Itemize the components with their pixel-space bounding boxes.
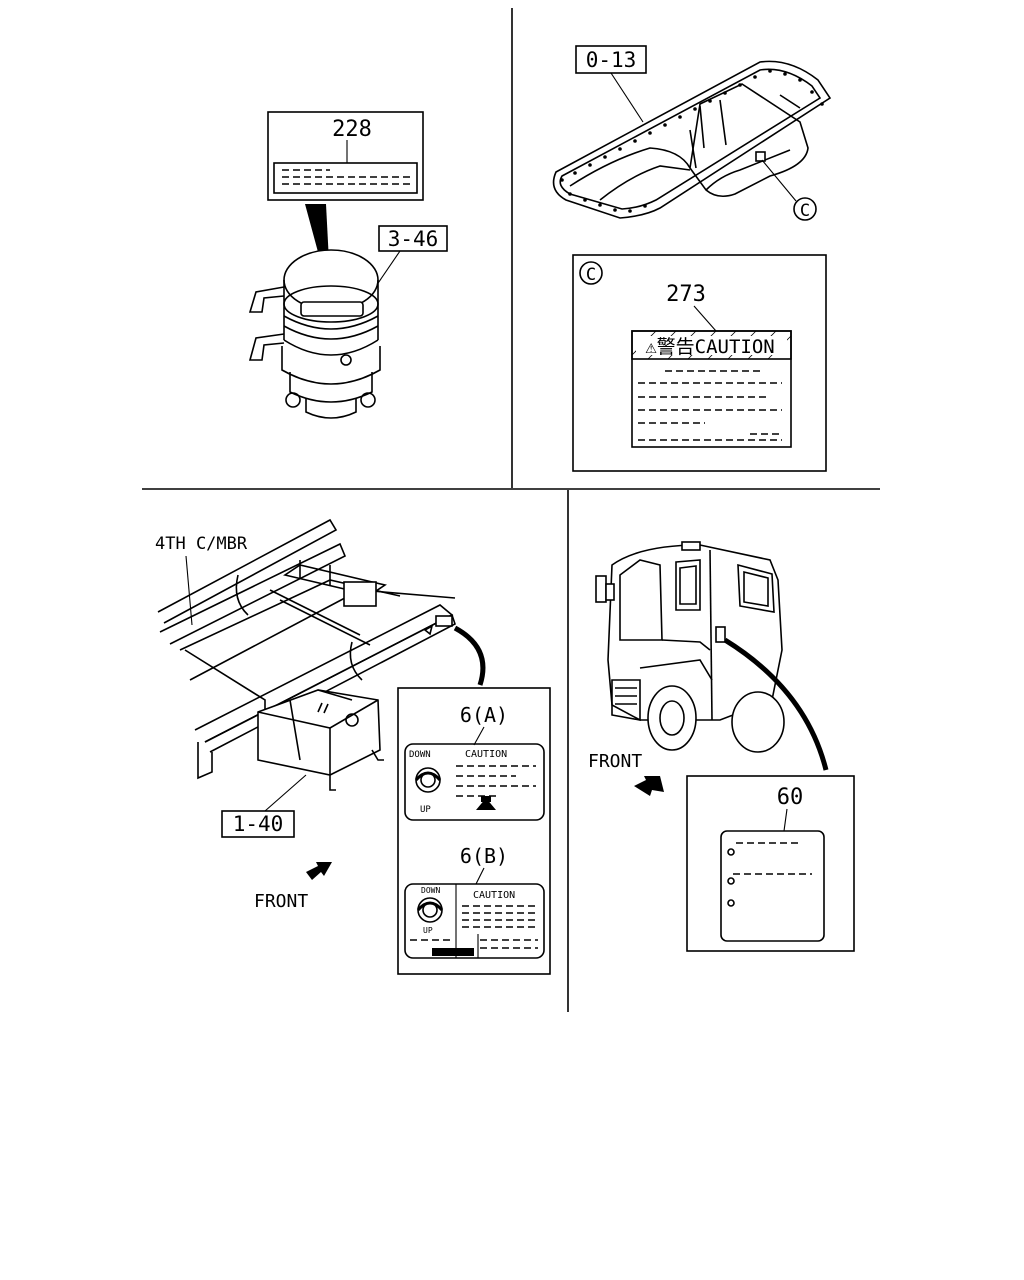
label-60 xyxy=(720,830,825,942)
fuel-tank xyxy=(257,689,384,791)
callout-3-46: 3-46 xyxy=(388,227,439,251)
panel-air-dryer: 228 3-46 xyxy=(248,111,448,419)
pointer-60 xyxy=(723,637,829,771)
svg-text:DOWN: DOWN xyxy=(421,886,440,895)
svg-text:CAUTION: CAUTION xyxy=(465,749,507,760)
front-label-left: FRONT xyxy=(254,891,308,912)
callout-60: 60 xyxy=(777,785,804,810)
callout-1-40-box xyxy=(221,810,295,838)
svg-text:DOWN: DOWN xyxy=(409,750,431,760)
oil-pan-body xyxy=(552,60,832,219)
caution-banner xyxy=(631,330,792,360)
detail-box-60 xyxy=(686,775,855,952)
caution-banner-text: ⚠警告CAUTION xyxy=(645,336,775,358)
arrow-front-icon xyxy=(634,776,664,796)
svg-text:UP: UP xyxy=(420,805,431,815)
front-label-right: FRONT xyxy=(588,751,642,772)
callout-1-40: 1-40 xyxy=(233,812,284,836)
label-6b xyxy=(404,883,545,959)
panel-dividers xyxy=(142,8,880,1012)
label-6a xyxy=(404,743,545,821)
callout-6b: 6(B) xyxy=(460,844,508,868)
arrow-front-icon xyxy=(306,862,332,880)
lever-dial-icon xyxy=(416,897,444,923)
callout-4th-cmbr: 4TH C/MBR xyxy=(155,534,248,554)
svg-text:C: C xyxy=(586,265,596,285)
svg-text:CAUTION: CAUTION xyxy=(473,890,515,901)
circle-c-icon: C xyxy=(793,197,817,221)
chassis-frame xyxy=(157,518,456,780)
truck-cab xyxy=(595,541,785,753)
panel-chassis: 4TH C/MBR xyxy=(155,518,551,975)
callout-3-46-box xyxy=(378,225,448,252)
lever-dial-icon xyxy=(414,767,442,793)
label-228-box xyxy=(267,111,424,201)
svg-text:C: C xyxy=(800,201,810,221)
callout-0-13: 0-13 xyxy=(586,48,637,72)
detail-box-c xyxy=(572,254,827,472)
panel-cab: FRONT 60 xyxy=(588,541,855,952)
oil-pan-bolts xyxy=(560,69,824,213)
circle-c-icon: C xyxy=(579,261,603,285)
panel-oil-pan: 0-13 C xyxy=(552,45,832,472)
pointer-6 xyxy=(453,625,486,686)
label-228-plate xyxy=(273,162,418,194)
callout-0-13-box xyxy=(575,45,647,74)
air-dryer-body xyxy=(248,249,381,419)
callout-228: 228 xyxy=(332,117,372,142)
svg-text:UP: UP xyxy=(423,926,433,935)
callout-273: 273 xyxy=(666,282,706,307)
detail-box-6 xyxy=(397,687,551,975)
callout-6a: 6(A) xyxy=(460,703,508,727)
